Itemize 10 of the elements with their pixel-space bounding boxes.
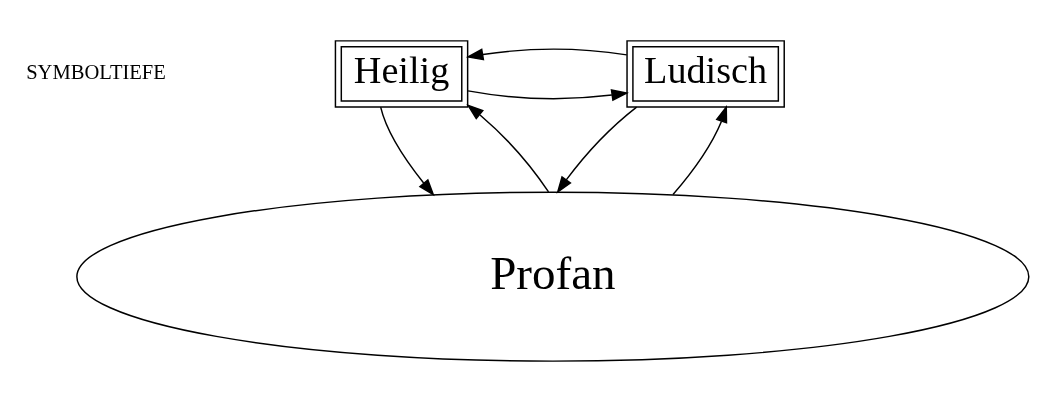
- arrow: [466, 103, 550, 193]
- arrow: [672, 104, 728, 195]
- node-box: Heilig: [334, 39, 469, 108]
- arrow: [467, 88, 629, 101]
- arrow: [379, 105, 435, 196]
- node-box: Ludisch: [626, 39, 785, 108]
- arrow: [556, 105, 638, 194]
- arrow: [465, 47, 628, 60]
- label: SYMBOLTIEFE: [26, 60, 166, 83]
- node-ellipse: Profan: [76, 190, 1030, 362]
